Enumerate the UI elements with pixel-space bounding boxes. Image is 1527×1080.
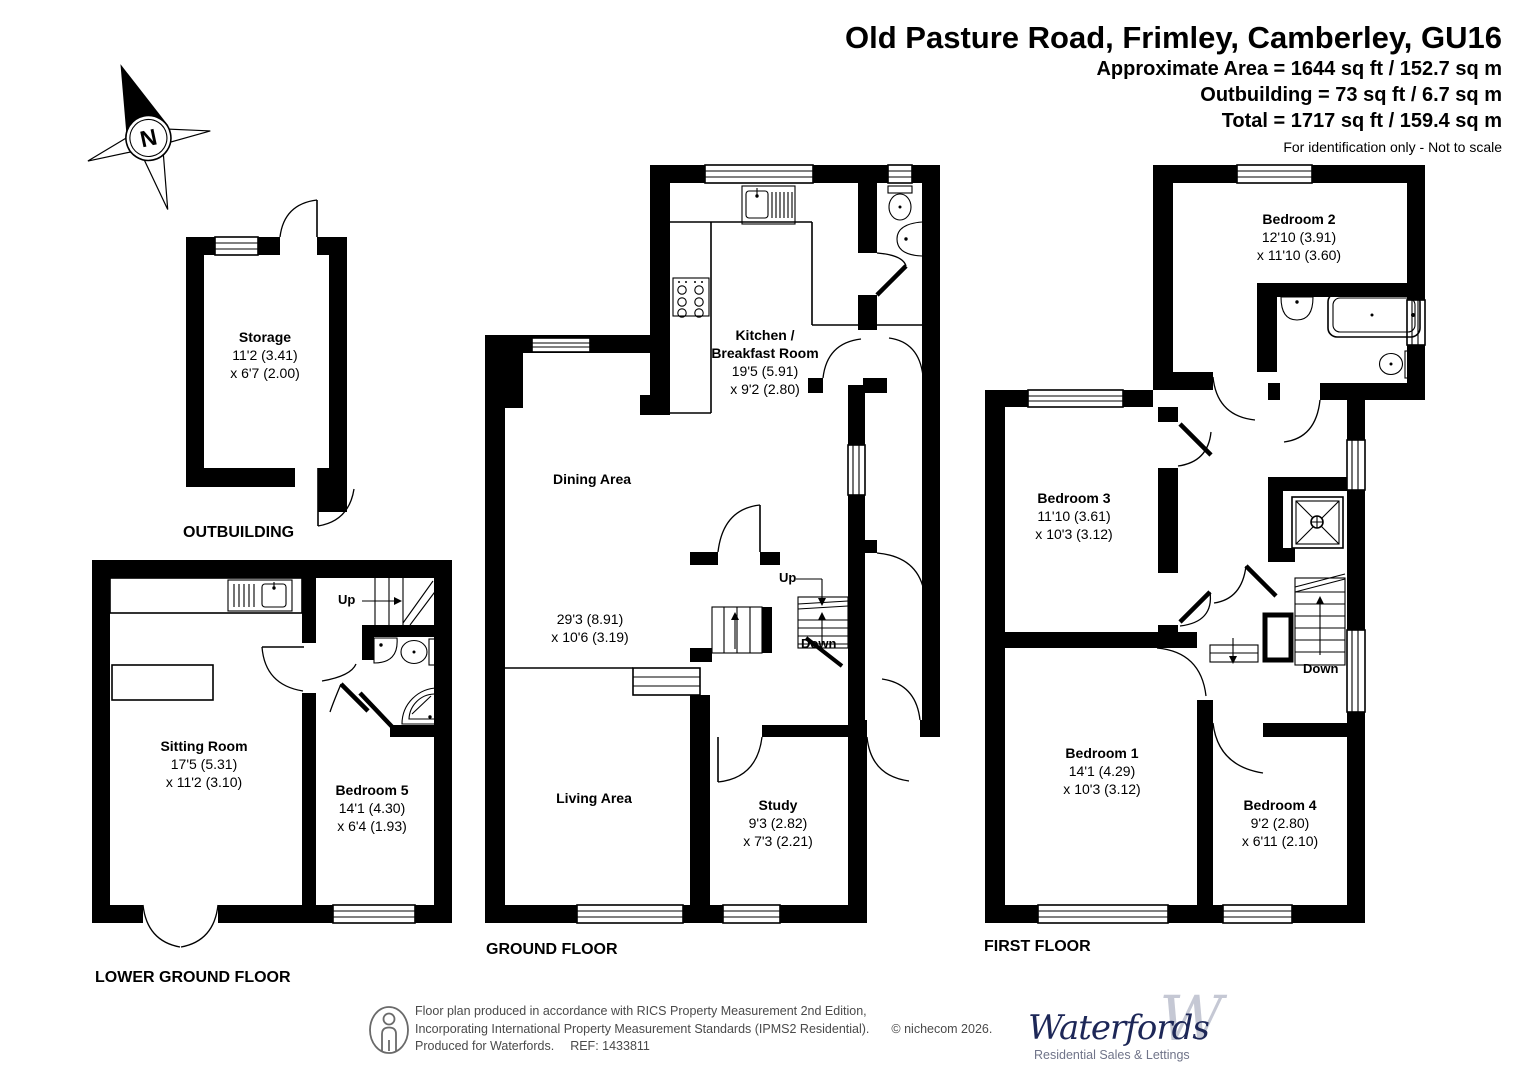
stair-label-down-g: Down — [801, 636, 837, 651]
room-label-bedroom4: Bedroom 4 9'2 (2.80) x 6'11 (2.10) — [1241, 797, 1319, 849]
lower-ground-plan — [92, 560, 452, 948]
area-total: Total = 1717 sq ft / 159.4 sq m — [1221, 110, 1502, 132]
area-approximate: Approximate Area = 1644 sq ft / 152.7 sq… — [1096, 58, 1502, 80]
logo-tagline: Residential Sales & Lettings — [1034, 1048, 1190, 1062]
footer-line3: Produced for Waterfords. — [415, 1039, 555, 1053]
logo-brand: Waterfords — [1028, 1008, 1210, 1048]
wc-fixtures — [875, 185, 923, 297]
person-icon — [369, 1006, 409, 1054]
footer-ref: REF: 1433811 — [570, 1039, 650, 1053]
window — [1027, 164, 1426, 924]
floor-label-outbuilding: OUTBUILDING — [183, 524, 295, 541]
footer-disclaimer: Floor plan produced in accordance with R… — [415, 1003, 992, 1056]
window — [332, 904, 416, 924]
internal-window — [632, 667, 701, 696]
floor-label-lower-ground: LOWER GROUND FLOOR — [95, 969, 291, 986]
header: Old Pasture Road, Frimley, Camberley, GU… — [845, 20, 1502, 155]
room-label-bedroom5: Bedroom 5 14'1 (4.30) x 6'4 (1.93) — [335, 782, 409, 834]
ground-plan — [485, 164, 940, 924]
toilet-icon — [1378, 350, 1413, 379]
bath-icon — [1327, 292, 1421, 338]
room-label-bedroom2: Bedroom 2 12'10 (3.91) x 11'10 (3.60) — [1256, 211, 1342, 263]
logo-monogram-w: W — [1159, 982, 1223, 1055]
shower-icon — [1291, 496, 1344, 549]
window — [531, 164, 913, 924]
sink-icon — [741, 185, 796, 225]
room-label-storage: Storage 11'2 (3.41) x 6'7 (2.00) — [230, 329, 300, 381]
sink-icon — [227, 579, 293, 612]
toilet-icon — [887, 185, 913, 221]
compass-icon: N — [87, 64, 211, 210]
door-arc — [142, 646, 304, 948]
page-title: Old Pasture Road, Frimley, Camberley, GU… — [845, 20, 1502, 55]
disclaimer: For identification only - Not to scale — [1283, 139, 1502, 155]
toilet-icon — [400, 638, 436, 666]
door-arc — [279, 199, 355, 527]
room-dims-dining: 29'3 (8.91) x 10'6 (3.19) — [551, 611, 629, 645]
waterfords-logo: W Waterfords Residential Sales & Letting… — [1028, 988, 1223, 1066]
room-label-bedroom1: Bedroom 1 14'1 (4.29) x 10'3 (3.12) — [1063, 745, 1141, 797]
room-label-sitting: Sitting Room 17'5 (5.31) x 11'2 (3.10) — [160, 738, 248, 790]
basin-icon — [1280, 296, 1314, 321]
footer-line1: Floor plan produced in accordance with R… — [415, 1004, 867, 1018]
hob-icon — [672, 277, 710, 318]
footer-line2: Incorporating International Property Mea… — [415, 1021, 870, 1036]
bathroom-fixtures — [321, 637, 439, 735]
footer-copyright: © nichecom 2026. — [891, 1021, 993, 1036]
stairs-up — [362, 578, 441, 626]
floor-label-ground: GROUND FLOOR — [486, 941, 618, 958]
stair-label-up-g: Up — [779, 570, 797, 585]
shower-icon — [401, 687, 439, 725]
area-outbuilding: Outbuilding = 73 sq ft / 6.7 sq m — [1200, 84, 1502, 106]
kitchen-counter — [670, 185, 922, 414]
room-label-study: Study 9'3 (2.82) x 7'3 (2.21) — [743, 797, 813, 849]
first-plan — [985, 164, 1426, 924]
room-label-dining: Dining Area — [552, 471, 632, 487]
door-arc — [1156, 376, 1321, 774]
compass-n-label: N — [138, 124, 160, 153]
kitchen-counter — [109, 577, 303, 701]
stairs-up-down — [711, 578, 849, 668]
room-label-kitchen: Kitchen / Breakfast Room 19'5 (5.91) x 9… — [711, 327, 819, 397]
window — [214, 236, 259, 256]
stair-label-up-lg: Up — [338, 592, 356, 607]
bathroom-fixtures — [1280, 292, 1421, 379]
cupboard — [1262, 612, 1294, 663]
basin-icon — [373, 637, 398, 664]
door-arc — [717, 337, 926, 783]
stairs-down — [1209, 573, 1346, 666]
room-label-living: Living Area — [556, 790, 632, 806]
floor-label-first: FIRST FLOOR — [984, 938, 1091, 955]
basin-icon — [896, 221, 923, 257]
room-label-bedroom3: Bedroom 3 11'10 (3.61) x 10'3 (3.12) — [1035, 490, 1113, 542]
outbuilding-plan — [186, 199, 355, 527]
stair-label-down-ff: Down — [1303, 661, 1339, 676]
